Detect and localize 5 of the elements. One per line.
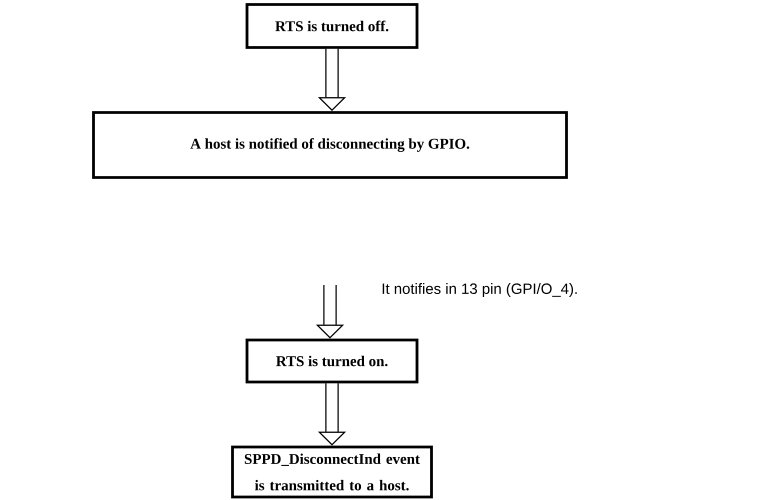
process-box: RTS is turned on.	[246, 338, 418, 384]
note-text: It notifies in 13 pin (GPI/O_4).	[382, 283, 577, 297]
process-box: SPPD_DisconnectInd event is transmitted to a host.	[231, 446, 433, 498]
process-box: A host is notified of disconnecting by GPIO.	[92, 111, 568, 179]
process-box: RTS is turned off.	[246, 3, 418, 49]
